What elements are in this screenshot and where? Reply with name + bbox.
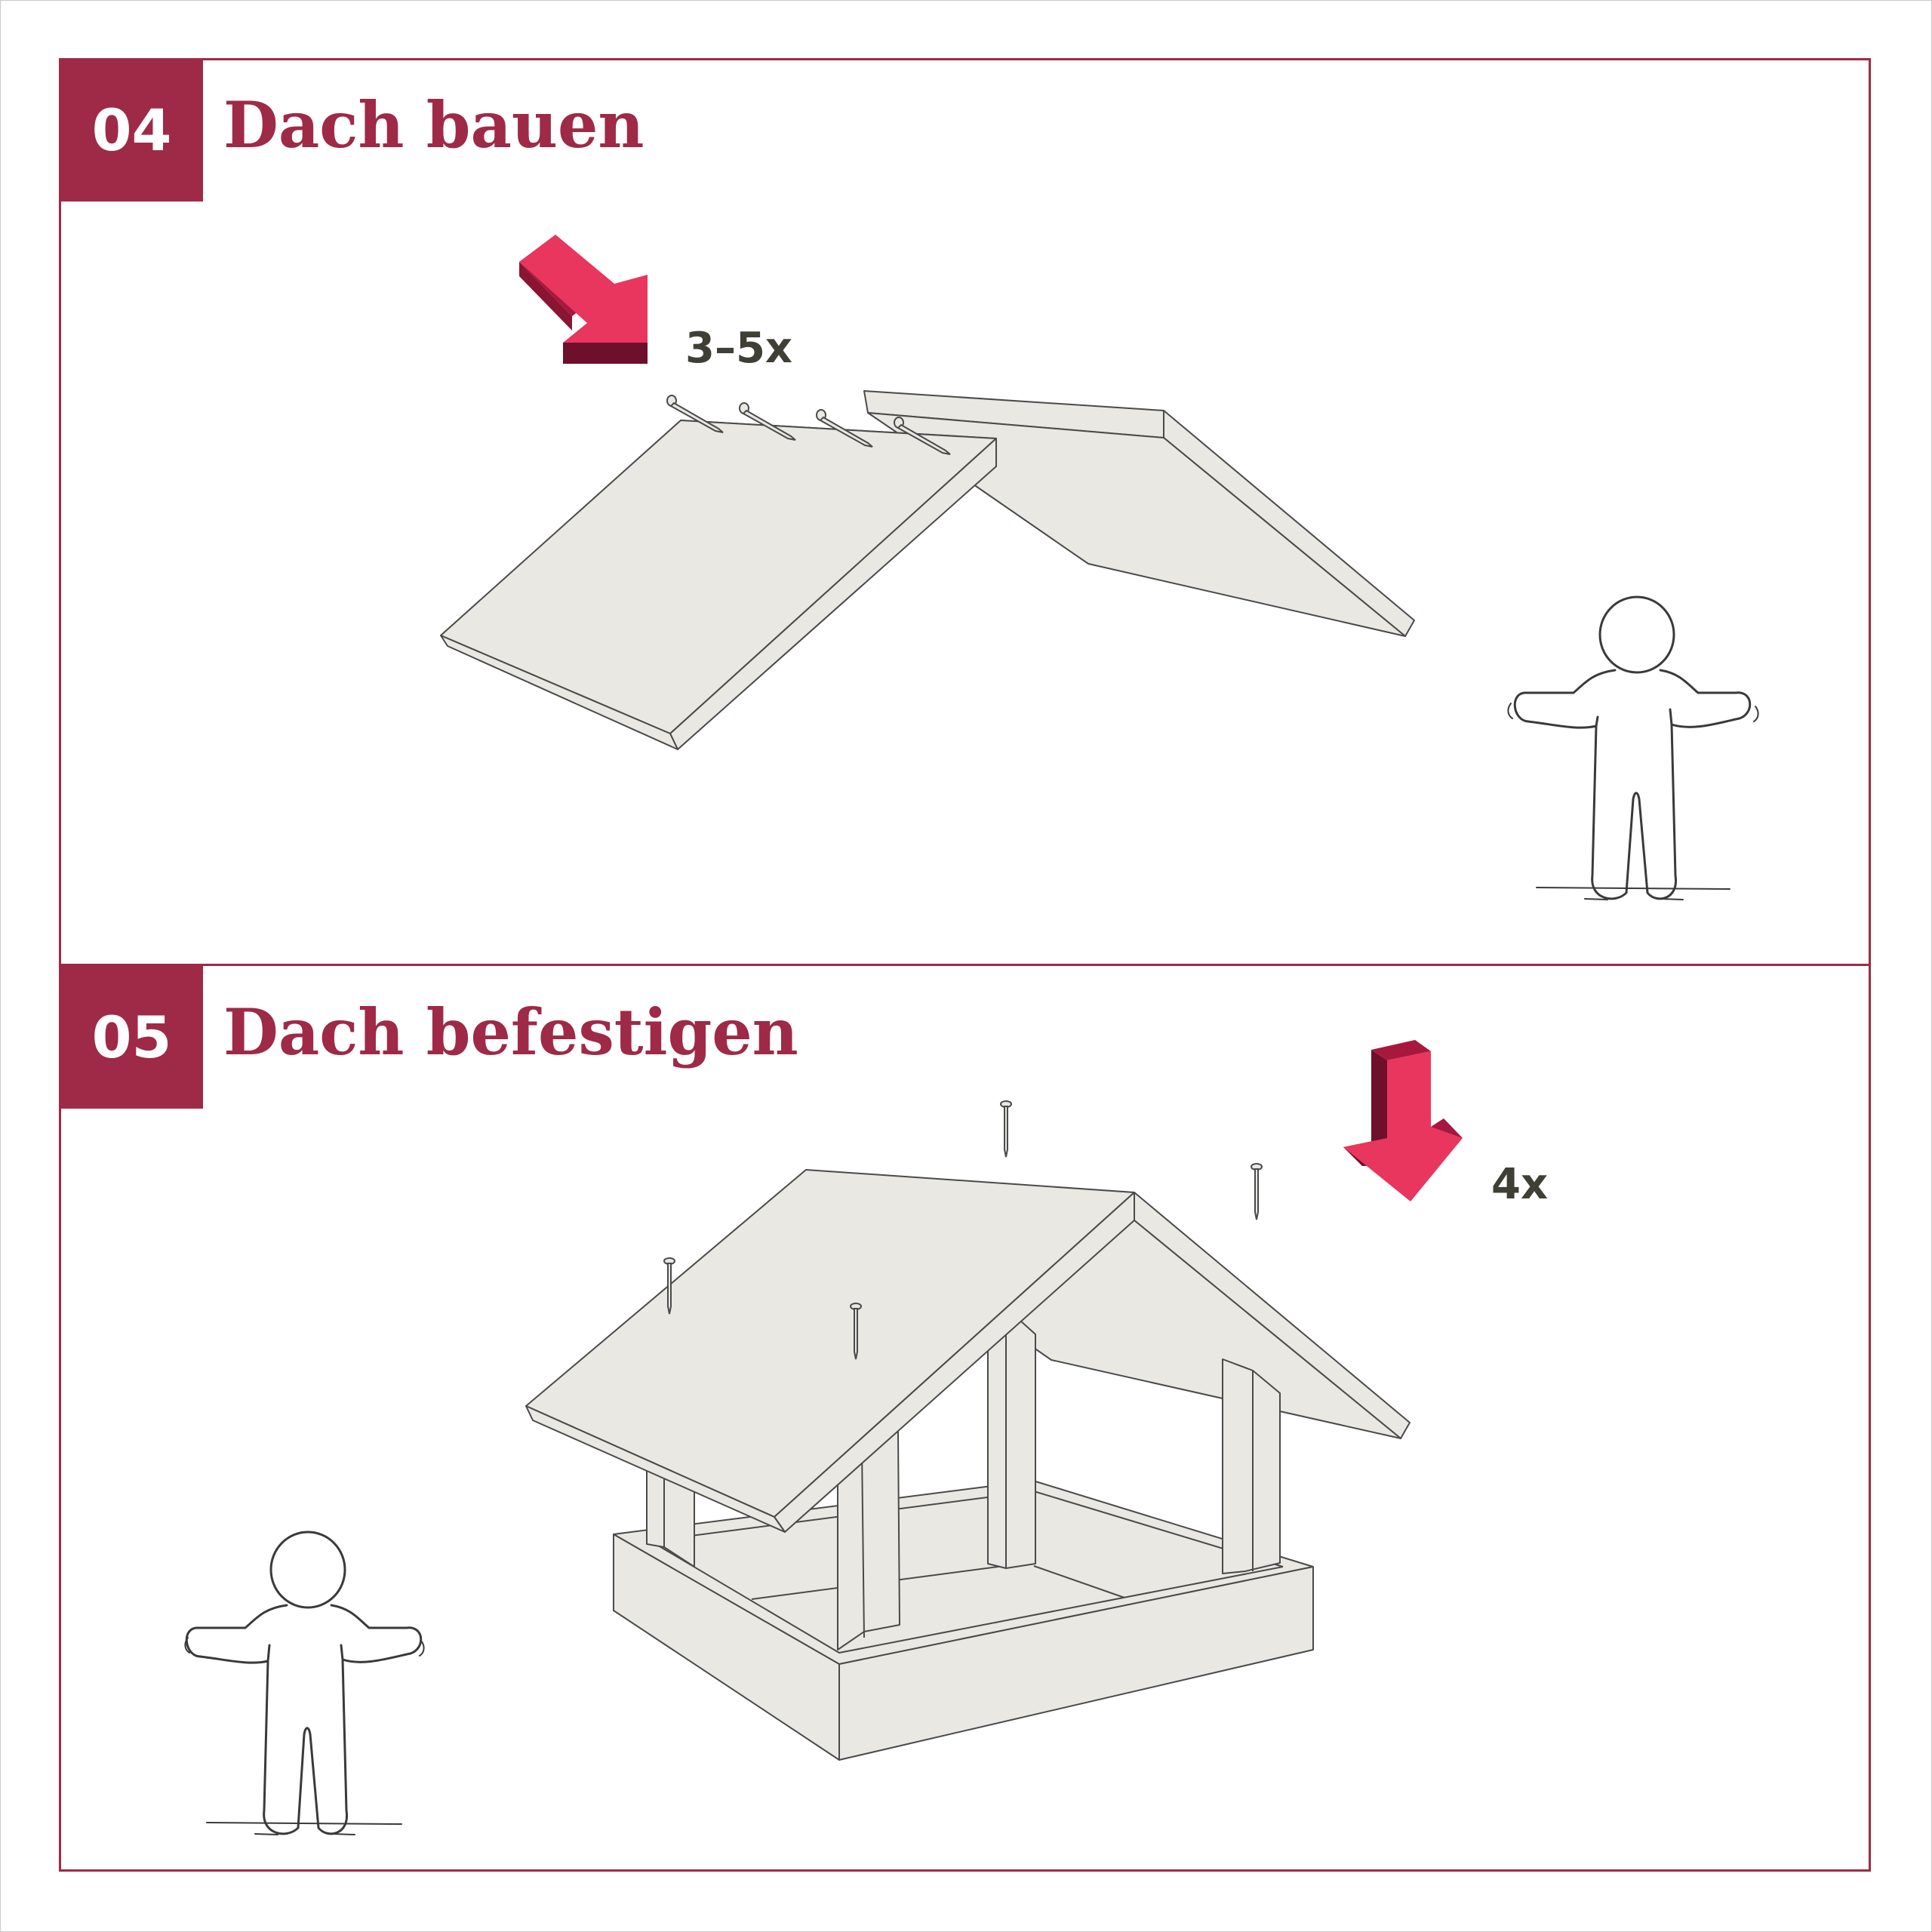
feeder-posts (646, 1320, 1281, 1651)
nail-icon (1000, 1100, 1012, 1158)
down-arrow-icon (1343, 1040, 1463, 1201)
push-arrow-icon (519, 235, 648, 364)
nail-count-label: 3–5x (685, 324, 793, 373)
person-icon (1507, 595, 1759, 900)
step-title: Dach befestigen (223, 995, 798, 1069)
nail-icon (1251, 1163, 1263, 1220)
step-title: Dach bauen (223, 88, 645, 162)
person-icon (184, 1531, 425, 1835)
roof-panel-back (980, 1192, 1411, 1439)
nail-count-label: 4x (1491, 1160, 1549, 1209)
feeder-base (613, 1480, 1314, 1761)
roof-panel-front (525, 1169, 1135, 1533)
step-divider (59, 964, 1871, 966)
step-number-badge: 04 (60, 59, 203, 202)
roof-panel-back (863, 390, 1415, 637)
roof-panel-front (440, 420, 997, 750)
step-number-badge: 05 (60, 966, 203, 1109)
